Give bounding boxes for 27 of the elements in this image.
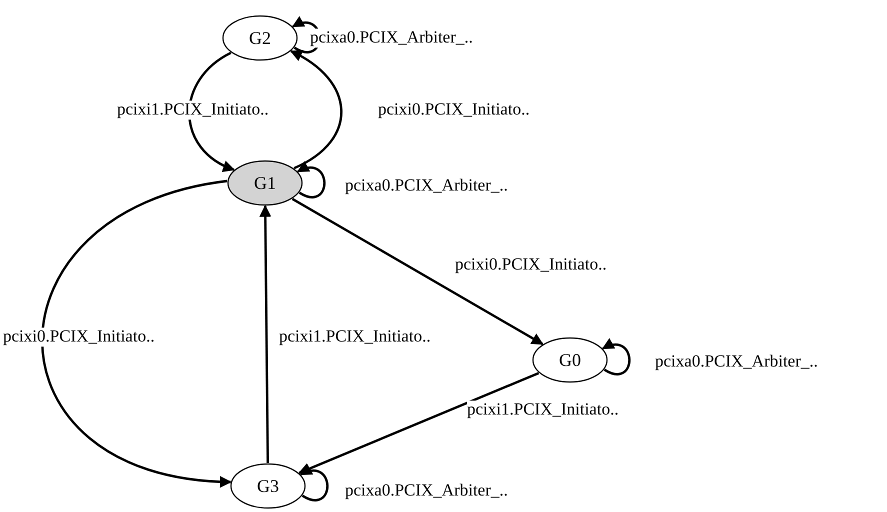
transition-arrow [300,464,329,502]
edge-label: pcixa0.PCIX_Arbiter_.. [345,176,508,196]
transition-arrow [602,338,631,376]
transition-arrow [41,180,232,487]
edge-label: pcixi1.PCIX_Initiato.. [467,400,619,420]
state-ellipse [222,15,298,61]
state-ellipse [227,160,303,206]
edge-label: pcixi1.PCIX_Initiato.. [279,328,431,346]
transition-arrow [259,204,272,464]
edge-label: pcixi0.PCIX_Initiato.. [455,256,607,274]
edge-label: pcixa0.PCIX_Arbiter_.. [655,352,818,372]
state-ellipse [230,463,306,509]
edge-label: pcixa0.PCIX_Arbiter_.. [345,482,508,500]
transition-arrow [292,198,544,346]
edge-label: pcixa0.PCIX_Arbiter_.. [310,28,473,48]
edge-label: pcixi0.PCIX_Initiato.. [3,328,155,346]
state-label: G2 [249,28,271,48]
transition-arrow [188,52,235,171]
transition-arrow [298,372,540,474]
state-ellipse [532,337,608,383]
edge-label: pcixi0.PCIX_Initiato.. [378,100,530,120]
transition-arrow [296,162,326,198]
state-label: G0 [559,350,581,370]
state-label: G1 [254,172,276,194]
edge-label: pcixi1.PCIX_Initiato.. [117,100,269,120]
transition-arrow [290,50,342,170]
state-label: G3 [257,476,279,496]
